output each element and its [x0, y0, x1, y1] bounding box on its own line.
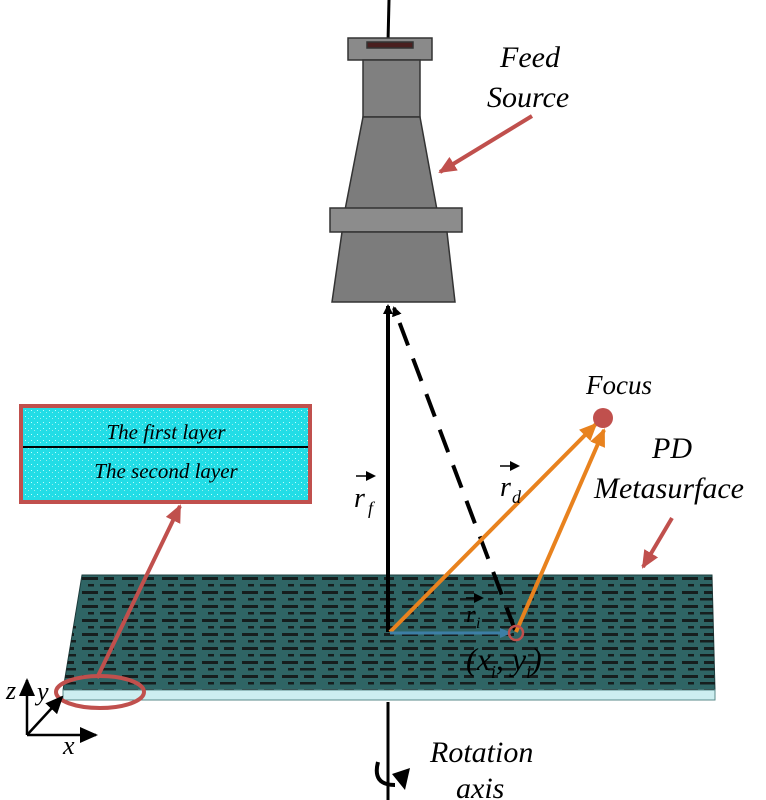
- pd-metasurface: [62, 574, 716, 701]
- rd-vector: [388, 422, 598, 634]
- pd-callout-arrow: [641, 516, 674, 569]
- rotation-arrowhead-icon: [392, 768, 410, 790]
- feed-label-line2: Source: [487, 81, 569, 114]
- element-to-focus-ray: [514, 428, 606, 633]
- layer2-label: The second layer: [94, 459, 238, 483]
- layer1-label: The first layer: [107, 420, 227, 444]
- focus-label: Focus: [585, 370, 652, 400]
- feed-callout-arrow: [438, 114, 534, 174]
- rotation-label-line2: axis: [456, 772, 504, 800]
- rf-label: r f: [354, 471, 376, 518]
- svg-text:r: r: [354, 483, 365, 514]
- focus-point: [593, 408, 613, 428]
- svg-text:r: r: [500, 472, 511, 503]
- svg-text:f: f: [368, 498, 376, 518]
- ri-label: r i: [466, 593, 484, 632]
- pd-label-line2: Metasurface: [593, 472, 744, 505]
- axis-y-label: y: [34, 677, 49, 706]
- element-marker: [507, 624, 525, 642]
- rotation-arrow-icon: [374, 761, 396, 787]
- rotation-label-line1: Rotation: [429, 736, 533, 769]
- layer-inset: The first layer The second layer: [19, 404, 312, 504]
- axis-x-label: x: [62, 731, 75, 760]
- pd-label-line1: PD: [651, 432, 692, 465]
- rotation-axis-top: [386, 0, 391, 43]
- coordinate-axes: z y x: [5, 676, 98, 760]
- svg-text:d: d: [512, 487, 522, 507]
- layer-callout-arrow: [95, 504, 182, 679]
- dashed-ray: [392, 306, 517, 631]
- axis-z-label: z: [5, 676, 16, 705]
- rd-label: r d: [500, 461, 522, 507]
- feed-label-line1: Feed: [499, 41, 561, 74]
- svg-text:r: r: [466, 602, 476, 628]
- element-coordinate-label: (xi, yi): [466, 641, 542, 682]
- feed-horn: [329, 37, 463, 303]
- svg-text:i: i: [476, 615, 480, 632]
